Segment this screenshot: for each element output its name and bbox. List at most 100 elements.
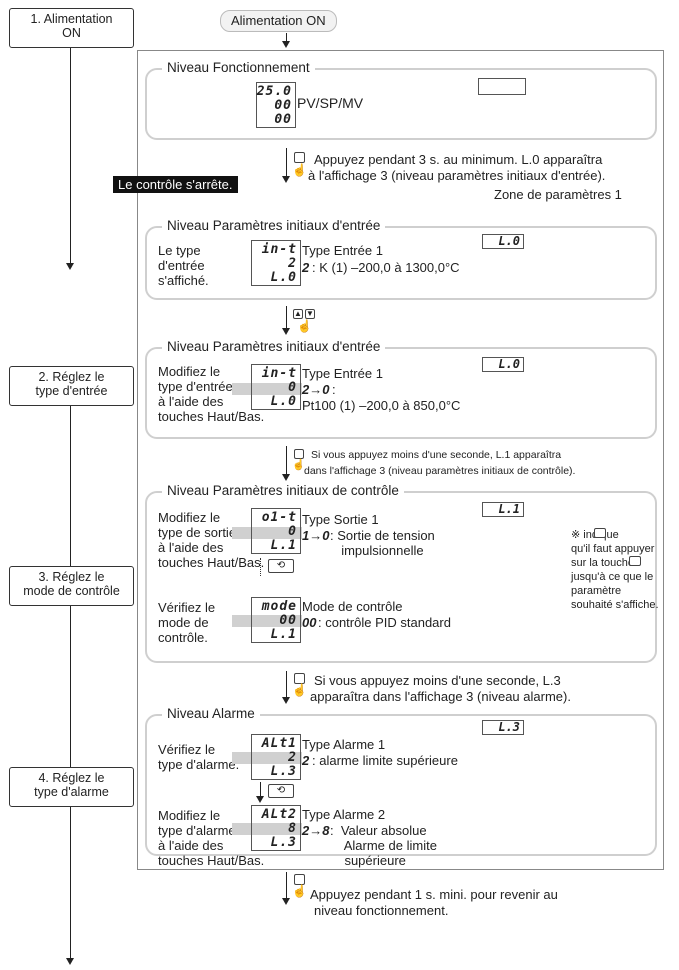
- display-line-1: ALt1: [261, 736, 297, 751]
- hand-icon: ☝: [292, 459, 306, 471]
- hand-icon: ☝: [292, 884, 307, 898]
- step-2-box: 2. Réglez le type d'entrée: [9, 366, 134, 406]
- key-press-icon: [294, 874, 305, 885]
- key-press-icon: [294, 449, 304, 459]
- flow-line: [286, 671, 287, 697]
- hold-3s-instruction: Appuyez pendant 3 s. au minimum. L.0 app…: [314, 152, 603, 167]
- input-level-panel-2: [145, 347, 657, 439]
- display-blank-box: [478, 78, 526, 95]
- flow-arrow: [66, 263, 74, 270]
- operation-level-panel: [145, 68, 657, 140]
- mode-key-icon: [629, 556, 641, 566]
- display-line-1: mode: [261, 599, 297, 614]
- parameter-code: 2→0: [302, 382, 330, 397]
- level-badge: L.0: [482, 234, 524, 249]
- display-line-2: 0: [288, 524, 297, 539]
- display-line-1: ALt2: [261, 807, 297, 822]
- short-press-note: apparaîtra dans l'affichage 3 (niveau al…: [310, 689, 571, 704]
- hand-icon: ☝: [297, 319, 312, 333]
- flow-arrow: [282, 176, 290, 183]
- flow-line: [286, 306, 287, 328]
- panel-title: Niveau Paramètres initiaux d'entrée: [162, 339, 386, 355]
- mode-key-note: ※ indique qu'il faut appuyer sur la touc…: [571, 529, 659, 611]
- display-line-3: L.1: [270, 627, 297, 642]
- hand-icon: ☝: [292, 163, 307, 177]
- highlight-band: [232, 383, 302, 395]
- display-line-3: 00: [274, 112, 292, 127]
- step-description: Vérifiez le mode de contrôle.: [158, 600, 216, 645]
- flow-arrow: [282, 697, 290, 704]
- level-badge: L.3: [482, 720, 524, 735]
- display-line-1: in-t: [261, 242, 297, 257]
- key-press-icon: [294, 673, 305, 684]
- hold-1s-instruction: Appuyez pendant 1 s. mini. pour revenir …: [310, 887, 558, 902]
- mode-key-icon: [594, 528, 606, 538]
- display-line-3: L.3: [270, 835, 297, 850]
- panel-title: Niveau Fonctionnement: [162, 60, 315, 76]
- parameter-value: Pt100 (1) –200,0 à 850,0°C: [302, 398, 461, 413]
- controller-display: ALt1 2 L.3: [251, 734, 301, 780]
- parameter-colon: :: [332, 382, 336, 397]
- parameter-value: : K (1) –200,0 à 1300,0°C: [312, 260, 460, 275]
- flow-arrow: [282, 898, 290, 905]
- hold-1s-instruction: niveau fonctionnement.: [314, 903, 449, 918]
- display-line-3: L.0: [270, 270, 297, 285]
- parameter-zone-frame: [137, 50, 664, 870]
- hold-3s-instruction: à l'affichage 3 (niveau paramètres initi…: [308, 168, 606, 183]
- flow-line: [70, 406, 71, 570]
- key-press-icon: [294, 152, 305, 163]
- panel-title: Niveau Paramètres initiaux de contrôle: [162, 483, 404, 499]
- controller-display: mode 00 L.1: [251, 597, 301, 643]
- step-4-box: 4. Réglez le type d'alarme: [9, 767, 134, 807]
- short-press-note: Si vous appuyez moins d'une seconde, L.1…: [311, 449, 562, 461]
- control-stops-label: Le contrôle s'arrête.: [113, 176, 238, 193]
- flow-line: [286, 148, 287, 176]
- step-description: Modifiez le type d'entrée à l'aide des t…: [158, 364, 265, 424]
- controller-display: in-t 0 L.0: [251, 364, 301, 410]
- parameter-code: 2→8: [302, 823, 330, 838]
- highlight-band: [232, 527, 302, 539]
- flow-arrow: [66, 958, 74, 965]
- step-1-box: 1. Alimentation ON: [9, 8, 134, 48]
- controller-display: 25.0 00 00: [256, 82, 296, 128]
- controller-display: ALt2 8 L.3: [251, 805, 301, 851]
- mode-key-icon: ⟲: [268, 784, 294, 798]
- display-line-2: 00: [279, 613, 297, 628]
- controller-display: o1-t 0 L.1: [251, 508, 301, 554]
- parameter-name: Type Sortie 1: [302, 512, 379, 527]
- parameter-name: Type Alarme 1: [302, 737, 386, 752]
- power-on-label: Alimentation ON: [220, 10, 337, 32]
- short-press-note: dans l'affichage 3 (niveau paramètres in…: [304, 465, 576, 477]
- display-line-2: 8: [288, 821, 297, 836]
- parameter-code: 1→0: [302, 528, 330, 543]
- parameter-name: Mode de contrôle: [302, 599, 403, 614]
- down-key-icon: ▼: [305, 309, 315, 319]
- flow-arrow: [256, 796, 264, 803]
- display-line-1: 25.0: [256, 84, 292, 99]
- display-line-3: L.0: [270, 394, 297, 409]
- display-line-3: L.3: [270, 764, 297, 779]
- level-badge: L.1: [482, 502, 524, 517]
- flow-line: [286, 446, 287, 474]
- parameter-value: : alarme limite supérieure: [312, 753, 458, 768]
- flow-line: [70, 48, 71, 263]
- input-level-panel-1: [145, 226, 657, 300]
- display-line-1: o1-t: [261, 510, 297, 525]
- parameter-code: 00: [302, 615, 317, 630]
- highlight-band: [232, 823, 302, 835]
- flow-line: [70, 807, 71, 962]
- mode-key-icon: ⟲: [268, 559, 294, 573]
- flow-arrow: [282, 328, 290, 335]
- flow-arrow: [282, 41, 290, 48]
- display-line-2: 0: [288, 380, 297, 395]
- controller-display: in-t 2 L.0: [251, 240, 301, 286]
- flow-line: [260, 782, 261, 796]
- parameter-code: 2: [302, 753, 310, 768]
- alarm-level-panel: [145, 714, 657, 856]
- short-press-note: Si vous appuyez moins d'une seconde, L.3: [314, 673, 561, 688]
- step-description: Modifiez le type de sortie à l'aide des …: [158, 510, 265, 570]
- display-line-2: 2: [288, 750, 297, 765]
- parameter-value: : Sortie de tension impulsionnelle: [330, 528, 435, 558]
- parameter-value: : contrôle PID standard: [318, 615, 451, 630]
- parameter-name: Type Alarme 2: [302, 807, 386, 822]
